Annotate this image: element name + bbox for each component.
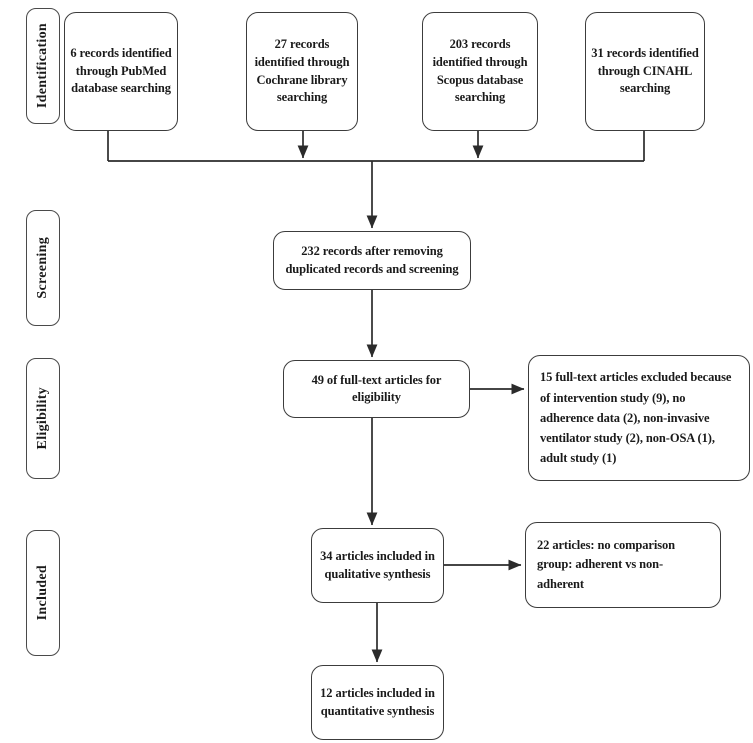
node-qualitative-synthesis-text: 34 articles included in qualitative synt…	[320, 549, 435, 581]
stage-label-identification-text: Identification	[35, 23, 50, 109]
stage-label-eligibility-text: Eligibility	[35, 387, 50, 450]
node-records-after-duplicates-removed: 232 records after removing duplicated re…	[273, 231, 471, 290]
stage-label-included: Included	[26, 530, 60, 656]
node-quantitative-synthesis-text: 12 articles included in quantitative syn…	[320, 686, 435, 718]
node-fulltext-excluded: 15 full-text articles excluded because o…	[528, 355, 750, 481]
stage-label-included-text: Included	[35, 565, 50, 621]
node-fulltext-assessed: 49 of full-text articles for eligibility	[283, 360, 470, 418]
node-records-pubmed: 6 records identified through PubMed data…	[64, 12, 178, 131]
node-fulltext-excluded-text: 15 full-text articles excluded because o…	[540, 370, 732, 466]
stage-label-identification: Identification	[26, 8, 60, 124]
node-fulltext-assessed-text: 49 of full-text articles for eligibility	[311, 372, 442, 404]
node-records-pubmed-text: 6 records identified through PubMed data…	[70, 45, 172, 96]
node-records-after-duplicates-removed-text: 232 records after removing duplicated re…	[285, 244, 459, 276]
node-records-scopus: 203 records identified through Scopus da…	[422, 12, 538, 131]
stage-label-eligibility: Eligibility	[26, 358, 60, 479]
node-records-cinahl-text: 31 records identified through CINAHL sea…	[591, 45, 699, 96]
node-quantitative-synthesis: 12 articles included in quantitative syn…	[311, 665, 444, 740]
node-qualitative-synthesis: 34 articles included in qualitative synt…	[311, 528, 444, 603]
node-records-scopus-text: 203 records identified through Scopus da…	[432, 37, 528, 105]
node-records-cochrane: 27 records identified through Cochrane l…	[246, 12, 358, 131]
node-excluded-no-comparison-group: 22 articles: no comparison group: adhere…	[525, 522, 721, 608]
stage-label-screening-text: Screening	[35, 237, 50, 299]
node-excluded-no-comparison-group-text: 22 articles: no comparison group: adhere…	[537, 537, 676, 591]
node-records-cochrane-text: 27 records identified through Cochrane l…	[254, 37, 350, 105]
node-records-cinahl: 31 records identified through CINAHL sea…	[585, 12, 705, 131]
stage-label-screening: Screening	[26, 210, 60, 326]
